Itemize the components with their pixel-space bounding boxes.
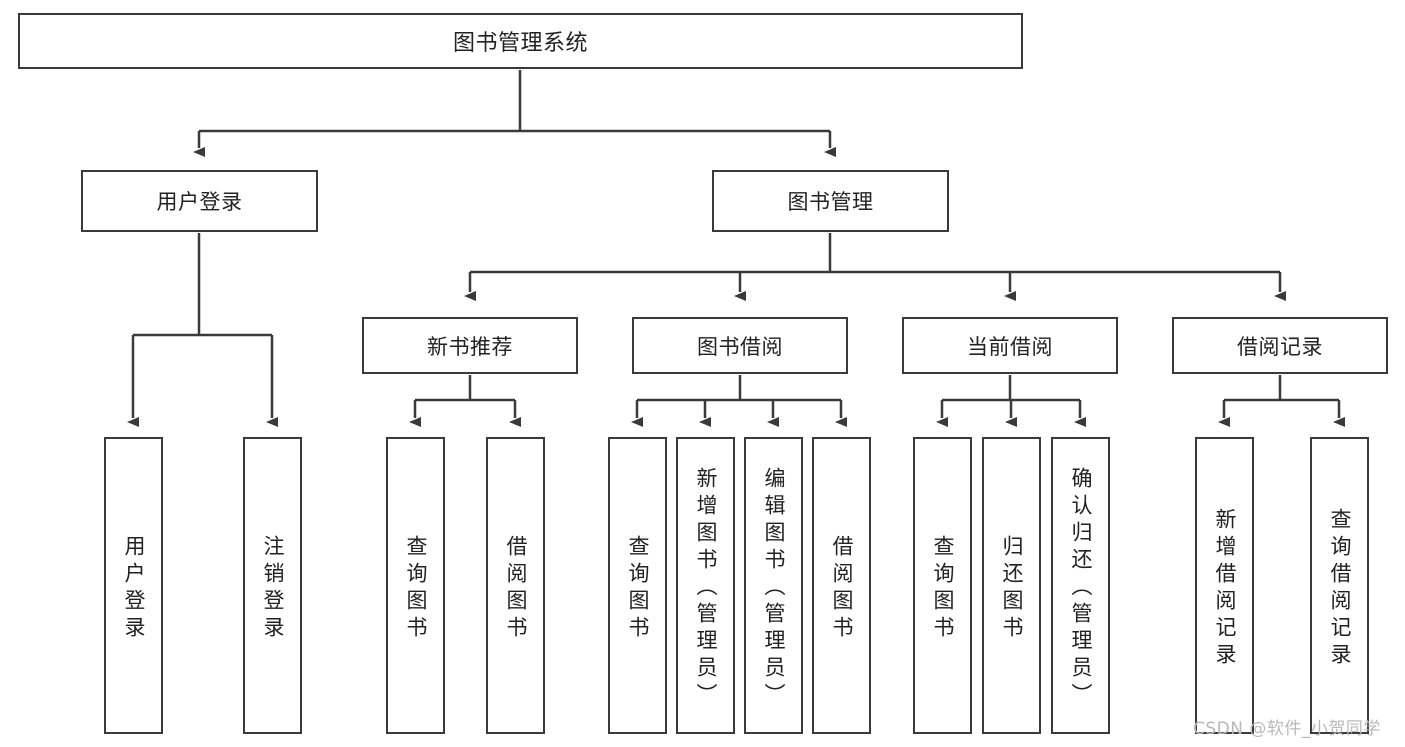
leaf-user-login[interactable]: 用户登录 (104, 437, 163, 734)
leaf-borrow-book-1[interactable]: 借阅图书 (486, 437, 545, 734)
leaf-borrow-book-2-label: 借阅图书 (830, 534, 854, 643)
node-user-login-label: 用户登录 (156, 190, 243, 214)
node-user-login[interactable]: 用户登录 (81, 170, 318, 232)
node-book-borrow[interactable]: 图书借阅 (632, 317, 848, 374)
leaf-edit-book[interactable]: 编辑图书（管理员） (744, 437, 803, 734)
node-borrow-record[interactable]: 借阅记录 (1172, 317, 1388, 374)
leaf-borrow-book-1-label: 借阅图书 (504, 534, 528, 643)
node-borrow-record-label: 借阅记录 (1237, 334, 1323, 359)
node-book-borrow-label: 图书借阅 (697, 334, 783, 359)
leaf-borrow-book-2[interactable]: 借阅图书 (812, 437, 871, 734)
leaf-query-record-label: 查询借阅记录 (1328, 507, 1352, 670)
leaf-query-book-2-label: 查询图书 (626, 534, 650, 643)
node-root-label: 图书管理系统 (452, 31, 588, 56)
leaf-add-book-label: 新增图书（管理员） (694, 467, 718, 710)
leaf-user-login-label: 用户登录 (122, 534, 146, 643)
node-book-manage[interactable]: 图书管理 (712, 170, 949, 232)
csdn-watermark: CSDN @软件_小贺同学 (1193, 719, 1381, 739)
leaf-return-book-label: 归还图书 (1000, 534, 1024, 643)
leaf-query-book-1[interactable]: 查询图书 (386, 437, 445, 734)
leaf-confirm-return-label: 确认归还（管理员） (1069, 467, 1093, 710)
leaf-logout-label: 注销登录 (261, 534, 285, 643)
leaf-query-book-2[interactable]: 查询图书 (608, 437, 667, 734)
node-root[interactable]: 图书管理系统 (18, 13, 1023, 69)
node-current-borrow-label: 当前借阅 (967, 334, 1053, 359)
leaf-add-record[interactable]: 新增借阅记录 (1195, 437, 1254, 734)
leaf-add-book[interactable]: 新增图书（管理员） (676, 437, 735, 734)
node-new-book-recommend[interactable]: 新书推荐 (362, 317, 578, 374)
node-current-borrow[interactable]: 当前借阅 (902, 317, 1118, 374)
leaf-logout[interactable]: 注销登录 (243, 437, 302, 734)
leaf-query-book-3-label: 查询图书 (931, 534, 955, 643)
leaf-query-book-1-label: 查询图书 (404, 534, 428, 643)
leaf-add-record-label: 新增借阅记录 (1213, 507, 1237, 670)
leaf-confirm-return[interactable]: 确认归还（管理员） (1051, 437, 1110, 734)
leaf-query-record[interactable]: 查询借阅记录 (1310, 437, 1369, 734)
node-new-book-recommend-label: 新书推荐 (427, 334, 513, 359)
leaf-edit-book-label: 编辑图书（管理员） (762, 467, 786, 710)
node-book-manage-label: 图书管理 (787, 190, 874, 214)
leaf-query-book-3[interactable]: 查询图书 (913, 437, 972, 734)
leaf-return-book[interactable]: 归还图书 (982, 437, 1041, 734)
